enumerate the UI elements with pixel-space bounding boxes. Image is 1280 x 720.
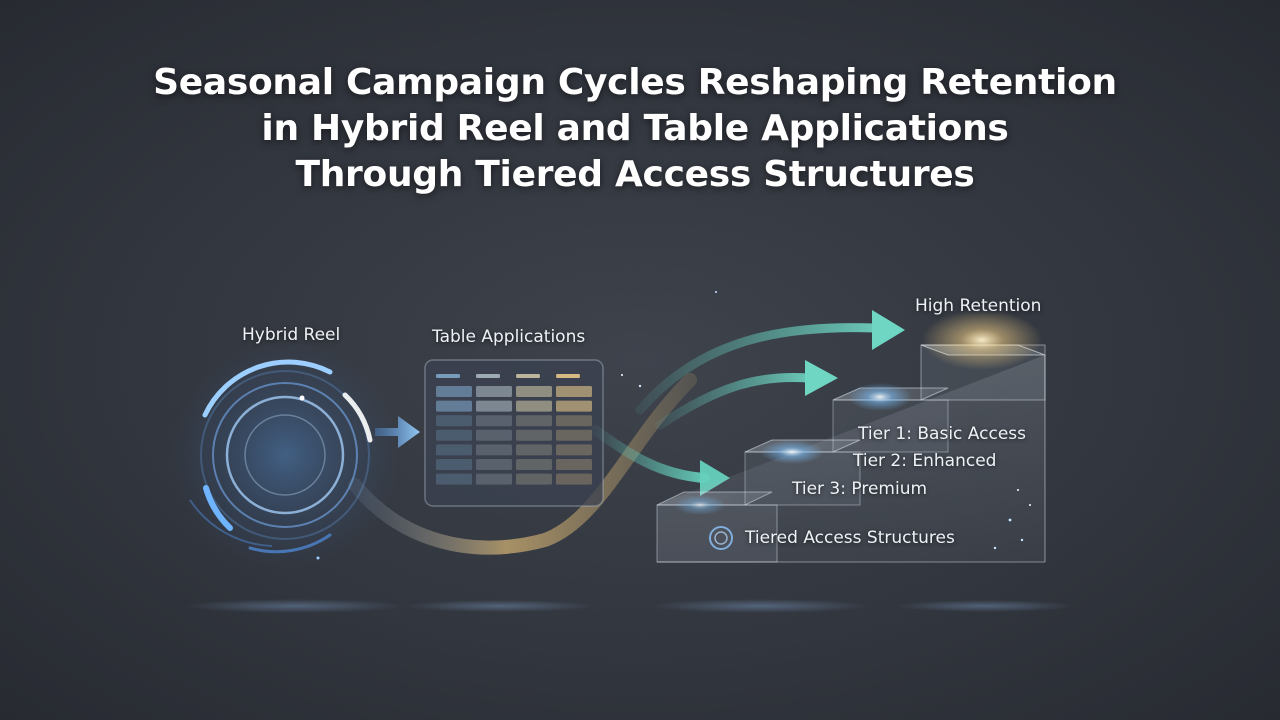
table-cell: [436, 400, 472, 412]
table-cell: [516, 386, 552, 397]
table-cell: [556, 444, 592, 456]
table-applications-label: Table Applications: [432, 327, 586, 347]
reel-to-table-arrow: [375, 416, 420, 448]
gold-flow-curve: [348, 373, 697, 555]
table-cell: [516, 444, 552, 456]
table-cell: [476, 400, 512, 412]
table-cell: [436, 459, 472, 470]
table-cell: [516, 473, 552, 485]
tier2-label: Tier 2: Enhanced: [853, 451, 997, 471]
table-cell: [436, 473, 472, 485]
tier-staircase: [621, 291, 1046, 563]
table-cell: [556, 386, 592, 397]
table-cells: [436, 374, 592, 485]
table-header-cell: [516, 374, 540, 378]
table-cell: [476, 386, 512, 397]
hybrid-reel-icon: [170, 340, 400, 570]
table-cell: [436, 415, 472, 427]
hybrid-reel-label: Hybrid Reel: [242, 325, 341, 345]
title-line-3: Through Tiered Access Structures: [295, 154, 975, 195]
table-cell: [516, 429, 552, 441]
table-cell: [476, 429, 512, 441]
tier1-label: Tier 1: Basic Access: [858, 424, 1026, 444]
tiered-access-label: Tiered Access Structures: [745, 528, 955, 548]
title-line-2: in Hybrid Reel and Table Applications: [261, 108, 1009, 149]
tier3-label: Tier 3: Premium: [792, 479, 928, 499]
table-header-cell: [436, 374, 460, 378]
table-cell: [516, 415, 552, 427]
page-title: Seasonal Campaign Cycles Reshaping Reten…: [90, 60, 1180, 198]
table-cell: [436, 429, 472, 441]
tiered-access-ring-icon: [709, 526, 733, 550]
table-header-cell: [476, 374, 500, 378]
table-cell: [516, 400, 552, 412]
retention-arrow-middle: [655, 360, 838, 430]
table-cell: [556, 473, 592, 485]
table-cell: [476, 444, 512, 456]
retention-arrow-upper: [635, 310, 905, 415]
table-cell: [556, 400, 592, 412]
table-cell: [436, 444, 472, 456]
table-cell: [556, 415, 592, 427]
table-cell: [476, 415, 512, 427]
table-cell: [476, 459, 512, 470]
title-line-1: Seasonal Campaign Cycles Reshaping Reten…: [153, 62, 1117, 103]
high-retention-label: High Retention: [915, 296, 1042, 316]
floor-reflections: [185, 599, 1075, 613]
table-applications-panel: [424, 359, 604, 507]
table-cell: [516, 459, 552, 470]
table-cell: [556, 459, 592, 470]
table-header-cell: [556, 374, 580, 378]
table-cell: [556, 429, 592, 441]
table-cell: [436, 386, 472, 397]
table-cell: [476, 473, 512, 485]
